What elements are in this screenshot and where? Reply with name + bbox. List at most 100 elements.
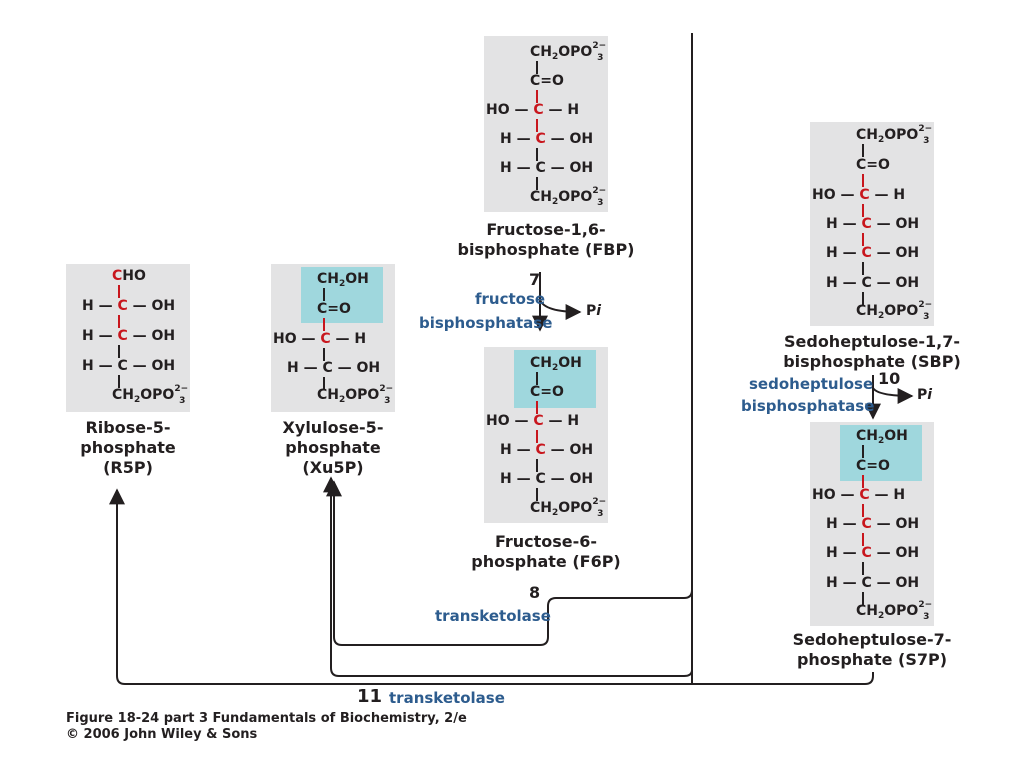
r5p-name-line3: (R5P) — [103, 458, 153, 477]
xu5p-name-line2: phosphate — [285, 438, 381, 457]
step7-enzyme-line1: fructose — [475, 290, 546, 308]
s7p-row-3: HO — C — H — [812, 487, 906, 503]
xu5p-bond — [323, 288, 325, 301]
step11-s7p-line — [109, 488, 874, 685]
fbp-bond — [536, 90, 538, 103]
step10-pi-arrow — [872, 387, 914, 404]
f6p-row-3: HO — C — H — [486, 413, 580, 429]
figure-caption-line1: Figure 18-24 part 3 Fundamentals of Bioc… — [66, 711, 467, 726]
xu5p-bond — [323, 318, 325, 331]
s7p-bond — [862, 592, 864, 605]
fbp-row-2: C=O — [530, 73, 564, 89]
f6p-bond — [536, 372, 538, 385]
sbp-bond — [862, 233, 864, 246]
r5p-row-2: H — C — OH — [82, 298, 176, 314]
sbp-row-3: HO — C — H — [812, 187, 906, 203]
xu5p-row-1: CH2OH — [317, 271, 369, 289]
fbp-bond — [536, 61, 538, 74]
s7p-bond — [862, 562, 864, 575]
f6p-name-line1: Fructose-6- — [494, 532, 598, 551]
fbp-name-line1: Fructose-1,6- — [486, 220, 606, 239]
sbp-row-6: H — C — OH — [826, 275, 920, 291]
step7-number: 7 — [529, 270, 541, 289]
step10-pi-label: Pi — [917, 387, 933, 403]
fbp-row-6: CH2OPO2−3 — [530, 186, 607, 208]
sbp-row-2: C=O — [856, 157, 890, 173]
s7p-row-5: H — C — OH — [826, 545, 920, 561]
f6p-row-5: H — C — OH — [500, 471, 594, 487]
s7p-name-line1: Sedoheptulose-7- — [792, 630, 952, 649]
sbp-bond — [862, 144, 864, 157]
step8-enzyme: transketolase — [435, 607, 551, 625]
step10-enzyme-line1: sedoheptulose — [749, 375, 874, 393]
r5p-bond — [118, 345, 120, 358]
xu5p-carbonyl-highlight — [301, 267, 383, 323]
sbp-name-line2: bisphosphate (SBP) — [783, 352, 961, 371]
f6p-row-1: CH2OH — [530, 355, 582, 373]
s7p-name-line2: phosphate (S7P) — [796, 650, 948, 669]
sbp-row-5: H — C — OH — [826, 245, 920, 261]
sbp-row-7: CH2OPO2−3 — [856, 300, 933, 322]
sbp-name-line1: Sedoheptulose-1,7- — [783, 332, 961, 351]
r5p-bond — [118, 285, 120, 298]
fbp-bond — [536, 119, 538, 132]
s7p-bond — [862, 533, 864, 546]
r5p-row-4: H — C — OH — [82, 358, 176, 374]
f6p-row-4: H — C — OH — [500, 442, 594, 458]
step8-connector — [326, 480, 693, 646]
sbp-row-4: H — C — OH — [826, 216, 920, 232]
f6p-bond — [536, 430, 538, 443]
fbp-row-3: HO — C — H — [486, 102, 580, 118]
f6p-bond — [536, 488, 538, 501]
sbp-row-1: CH2OPO2−3 — [856, 124, 933, 146]
fbp-structure-box — [484, 36, 608, 212]
step8-number: 8 — [529, 583, 541, 602]
step11-number: 11 — [357, 686, 383, 707]
r5p-row-3: H — C — OH — [82, 328, 176, 344]
f6p-name-line2: phosphate (F6P) — [471, 552, 621, 571]
s7p-row-2: C=O — [856, 458, 890, 474]
r5p-name-line2: phosphate — [80, 438, 176, 457]
f6p-carbonyl-highlight — [514, 350, 596, 408]
sbp-bond — [862, 292, 864, 305]
f6p-bond — [536, 459, 538, 472]
r5p-row-5: CH2OPO2−3 — [112, 384, 189, 406]
f6p-bond — [536, 401, 538, 414]
step11-xu5p-line — [323, 476, 693, 677]
fbp-row-4: H — C — OH — [500, 131, 594, 147]
s7p-bond — [862, 504, 864, 517]
fbp-bond — [536, 148, 538, 161]
step11-enzyme: transketolase — [389, 689, 505, 707]
s7p-bond — [862, 445, 864, 458]
f6p-row-6: CH2OPO2−3 — [530, 497, 607, 519]
fbp-row-5: H — C — OH — [500, 160, 594, 176]
step10-number: 10 — [878, 369, 901, 388]
xu5p-name-line1: Xylulose-5- — [282, 418, 384, 437]
s7p-row-7: CH2OPO2−3 — [856, 600, 933, 622]
xu5p-bond — [323, 377, 325, 390]
r5p-bond — [118, 375, 120, 388]
step7-pi-label: Pi — [586, 303, 602, 319]
fbp-name-line2: bisphosphate (FBP) — [457, 240, 635, 259]
sbp-bond — [862, 204, 864, 217]
xu5p-row-3: HO — C — H — [273, 331, 367, 347]
step7-enzyme-line2: bisphosphatase — [419, 314, 553, 332]
step10-enzyme-line2: bisphosphatase — [741, 397, 875, 415]
s7p-row-6: H — C — OH — [826, 575, 920, 591]
fbp-bond — [536, 177, 538, 190]
xu5p-row-5: CH2OPO2−3 — [317, 384, 394, 406]
s7p-row-1: CH2OH — [856, 428, 908, 446]
figure-caption-line2: © 2006 John Wiley & Sons — [66, 727, 258, 742]
r5p-row-1: CHO — [112, 268, 146, 284]
s7p-row-4: H — C — OH — [826, 516, 920, 532]
sbp-bond — [862, 174, 864, 187]
xu5p-bond — [323, 348, 325, 361]
xu5p-row-4: H — C — OH — [287, 360, 381, 376]
step7-pi-arrow — [539, 299, 582, 320]
sbp-structure-box — [810, 122, 934, 326]
s7p-carbonyl-highlight — [840, 425, 922, 481]
r5p-bond — [118, 315, 120, 328]
sbp-bond — [862, 262, 864, 275]
r5p-structure-box — [66, 264, 190, 412]
